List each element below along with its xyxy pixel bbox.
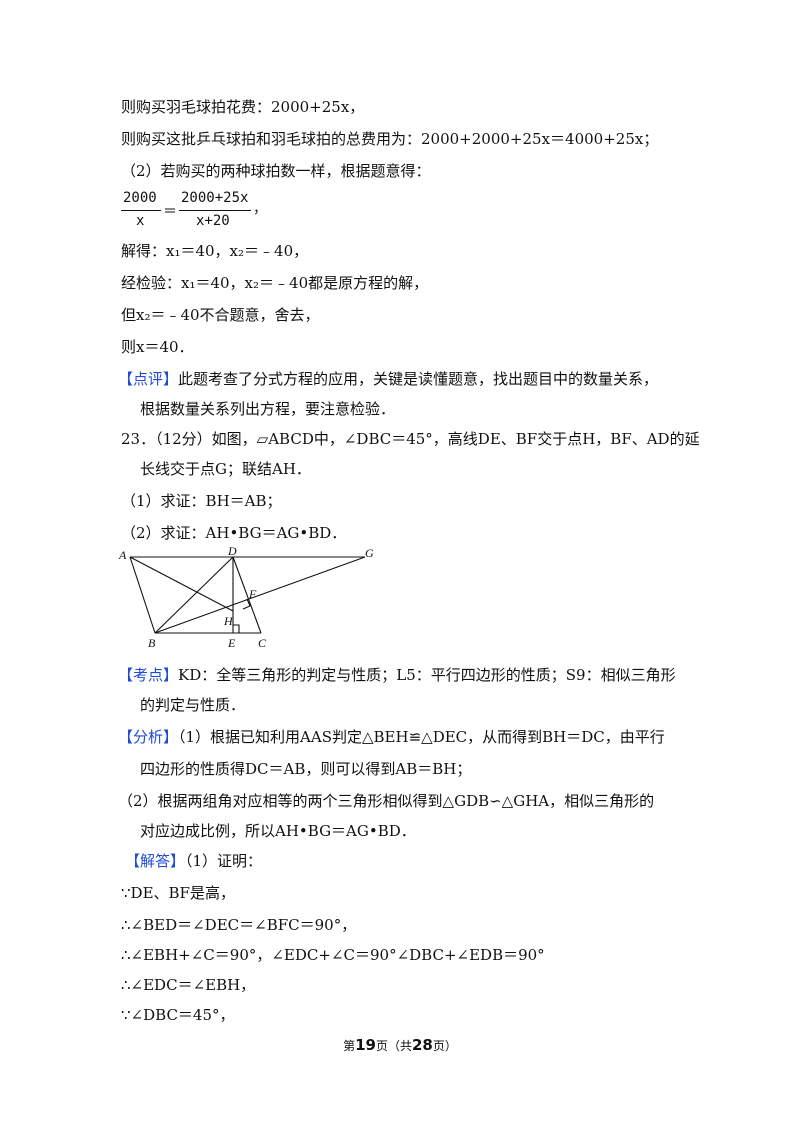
fenxi-line-3: （2）根据两组角对应相等的两个三角形相似得到△GDB∽△GHA，相似三角形的 xyxy=(118,792,655,810)
geometry-figure: A D G F H B E C xyxy=(118,545,374,650)
proof-line: ∴∠EDC＝∠EBH， xyxy=(121,976,256,994)
label-F: F xyxy=(248,587,257,601)
problem-line-2: 长线交于点G；联结AH． xyxy=(140,460,311,478)
fraction-equation: 2000 x ＝ 2000+25x x+20 ， xyxy=(121,190,321,234)
kaodian-line: 【考点】KD：全等三角形的判定与性质；L5：平行四边形的性质；S9：相似三角形 xyxy=(118,664,676,686)
comment-line: 【点评】此题考查了分式方程的应用，关键是读懂题意，找出题目中的数量关系， xyxy=(118,368,658,390)
comment-tag: 【点评】 xyxy=(118,370,179,388)
fenxi-line-4: 对应边成比例，所以AH•BG＝AG•BD． xyxy=(140,822,416,840)
label-E: E xyxy=(227,636,236,650)
footer-mid: 页（共 xyxy=(375,1039,412,1053)
question-2: （2）求证：AH•BG＝AG•BD． xyxy=(121,524,347,542)
label-G: G xyxy=(365,546,374,560)
fraction-left-numerator: 2000 xyxy=(123,190,157,206)
label-H: H xyxy=(223,614,234,628)
fenxi-tag: 【分析】 xyxy=(118,728,179,746)
label-B: B xyxy=(148,636,156,650)
fraction-left-denominator: x xyxy=(136,213,145,229)
fraction-equals: ＝ xyxy=(163,204,177,220)
problem-line-1: 23．（12分）如图，▱ABCD中，∠DBC＝45°，高线DE、BF交于点H，B… xyxy=(121,430,700,448)
segment-DC xyxy=(232,556,262,634)
comment-line-2: 根据数量关系列出方程，要注意检验． xyxy=(140,400,396,418)
question-1: （1）求证：BH＝AB； xyxy=(121,492,282,510)
segment-BD xyxy=(154,556,234,634)
text-line: 但x₂＝﹣40不合题意，舍去， xyxy=(121,306,320,324)
fraction-bar xyxy=(179,210,251,211)
kaodian-line-2: 的判定与性质． xyxy=(140,696,246,714)
text-line: 解得：x₁＝40，x₂＝﹣40， xyxy=(121,242,309,260)
footer-pre: 第 xyxy=(343,1039,356,1053)
text-line: （2）若购买的两种球拍数一样，根据题意得： xyxy=(121,162,431,180)
footer-post: 页） xyxy=(432,1039,457,1053)
page-footer: 第19页（共28页） xyxy=(0,1036,800,1054)
text-line: 经检验：x₁＝40，x₂＝﹣40都是原方程的解， xyxy=(121,274,429,292)
kaodian-text: KD：全等三角形的判定与性质；L5：平行四边形的性质；S9：相似三角形 xyxy=(178,666,676,684)
fenxi-text: （1）根据已知利用AAS判定△BEH≌△DEC，从而得到BH＝DC，由平行 xyxy=(178,728,665,746)
jieda-tag: 【解答】 xyxy=(125,852,186,870)
segment-AB xyxy=(129,556,156,634)
proof-line: ∵DE、BF是高， xyxy=(121,884,235,902)
jieda-line: 【解答】（1）证明： xyxy=(125,850,262,872)
comment-text: 此题考查了分式方程的应用，关键是读懂题意，找出题目中的数量关系， xyxy=(178,370,659,388)
fenxi-line: 【分析】（1）根据已知利用AAS判定△BEH≌△DEC，从而得到BH＝DC，由平… xyxy=(118,726,665,748)
label-A: A xyxy=(118,548,127,562)
footer-total-pages: 28 xyxy=(412,1036,433,1054)
fraction-bar xyxy=(121,210,161,211)
right-angle-F xyxy=(242,598,251,610)
label-D: D xyxy=(227,545,237,558)
proof-line: ∴∠BED＝∠DEC＝∠BFC＝90°， xyxy=(121,916,357,934)
fraction-right-numerator: 2000+25x xyxy=(181,190,249,206)
fraction-right-denominator: x+20 xyxy=(196,213,230,229)
jieda-text: （1）证明： xyxy=(185,852,263,870)
proof-line: ∵∠DBC＝45°， xyxy=(121,1006,235,1024)
fraction-tail: ， xyxy=(253,201,267,217)
text-line: 则购买羽毛球拍花费：2000+25x， xyxy=(121,98,365,116)
text-line: 则x＝40． xyxy=(121,338,194,356)
fenxi-line-2: 四边形的性质得DC＝AB，则可以得到AB＝BH； xyxy=(140,760,472,778)
footer-page-number: 19 xyxy=(355,1036,376,1054)
segment-AH xyxy=(129,556,234,612)
text-line: 则购买这批乒乓球拍和羽毛球拍的总费用为：2000+2000+25x＝4000+2… xyxy=(121,130,659,148)
proof-line: ∴∠EBH+∠C＝90°，∠EDC+∠C＝90°∠DBC+∠EDB＝90° xyxy=(121,946,545,964)
segment-BG xyxy=(154,556,366,634)
right-angle-E xyxy=(233,624,240,633)
label-C: C xyxy=(258,636,267,650)
kaodian-tag: 【考点】 xyxy=(118,666,179,684)
